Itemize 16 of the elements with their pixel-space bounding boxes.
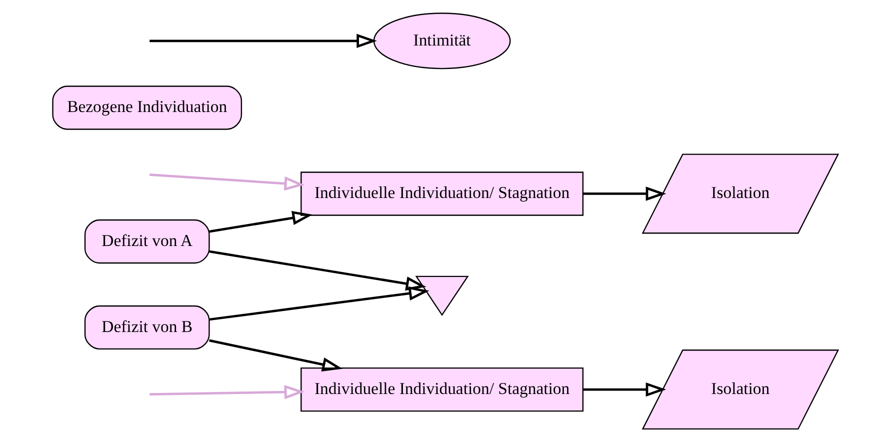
arrow — [209, 210, 313, 233]
node-box: Defizit von B — [84, 305, 210, 350]
arrow — [583, 382, 666, 397]
arrow — [209, 286, 430, 321]
arrow — [150, 34, 377, 48]
arrow — [209, 250, 426, 291]
node-box: Bezogene Individuation — [52, 86, 242, 130]
arrow — [150, 174, 305, 191]
node-box: Defizit von A — [84, 219, 210, 264]
arrow — [583, 186, 666, 201]
node-box: Individuelle Individuation/ Stagnation — [300, 367, 584, 412]
node-box: Individuelle Individuation/ Stagnation — [300, 172, 584, 216]
arrow — [209, 339, 343, 372]
node-bowtie — [415, 276, 469, 316]
node-ellipse: Intimität — [373, 12, 511, 70]
arrow — [150, 384, 305, 400]
